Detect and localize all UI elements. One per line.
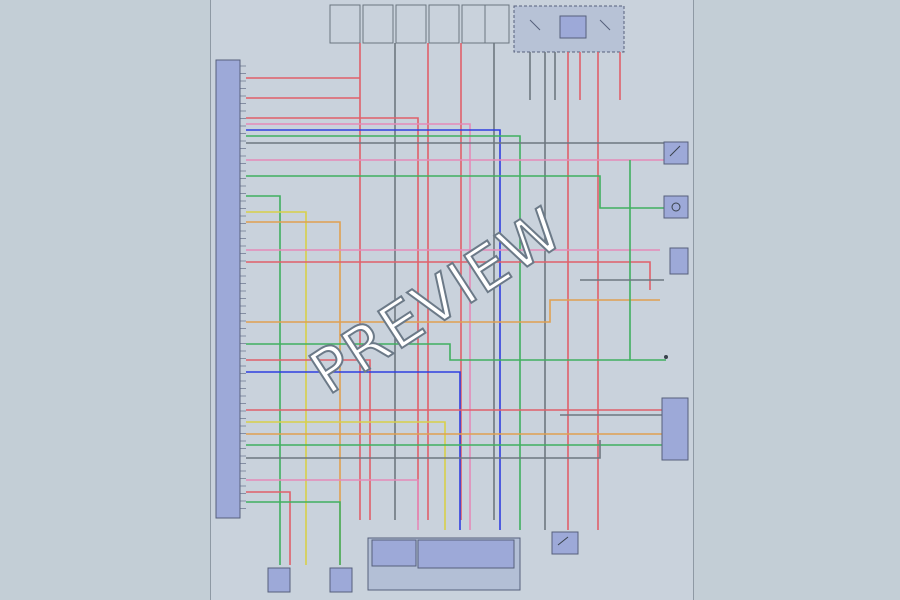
overdrive-switch bbox=[663, 195, 689, 219]
tcm-wire bbox=[246, 371, 461, 530]
tcm-wire bbox=[246, 501, 341, 565]
fuse-1 bbox=[329, 4, 361, 44]
tcm-pins bbox=[240, 65, 246, 509]
relay-box bbox=[513, 5, 625, 53]
fuse-3 bbox=[395, 4, 427, 44]
tcm-wire bbox=[246, 421, 446, 530]
tcm-wire bbox=[246, 440, 601, 459]
fuse-6 bbox=[484, 4, 510, 44]
tcm-wire bbox=[246, 359, 371, 520]
ground-wire bbox=[629, 160, 666, 361]
tcm-wire bbox=[246, 195, 281, 565]
tcm-wire bbox=[246, 299, 660, 323]
fuse-2 bbox=[362, 4, 394, 44]
output-speed-sensor bbox=[329, 567, 353, 593]
fuse-block bbox=[329, 4, 510, 44]
solenoid-pack bbox=[417, 539, 515, 569]
tcm-wire bbox=[246, 123, 471, 530]
tcm-wire bbox=[246, 221, 341, 565]
tcm-wire bbox=[246, 129, 501, 530]
tcm-wire bbox=[246, 479, 419, 530]
brake-switch bbox=[663, 141, 689, 165]
shift-lock-solenoid bbox=[661, 397, 689, 461]
valve-body bbox=[367, 537, 521, 591]
range-switch bbox=[551, 531, 579, 555]
watermark-text: PREVIEW bbox=[298, 194, 576, 408]
tcm-wire bbox=[246, 135, 521, 530]
fuse-4 bbox=[428, 4, 460, 44]
valve-body-connector bbox=[371, 539, 417, 567]
ground-point bbox=[664, 355, 668, 359]
data-link-connector bbox=[669, 247, 689, 275]
relay-icon bbox=[559, 15, 587, 39]
tcm-connector bbox=[215, 59, 241, 519]
tcm-wire bbox=[246, 117, 419, 520]
tcm-wire bbox=[246, 491, 291, 565]
wires bbox=[246, 43, 666, 565]
tcm-wire bbox=[246, 211, 307, 565]
tcm-wire bbox=[246, 343, 630, 361]
input-speed-sensor bbox=[267, 567, 291, 593]
tcm-wire bbox=[246, 175, 664, 209]
